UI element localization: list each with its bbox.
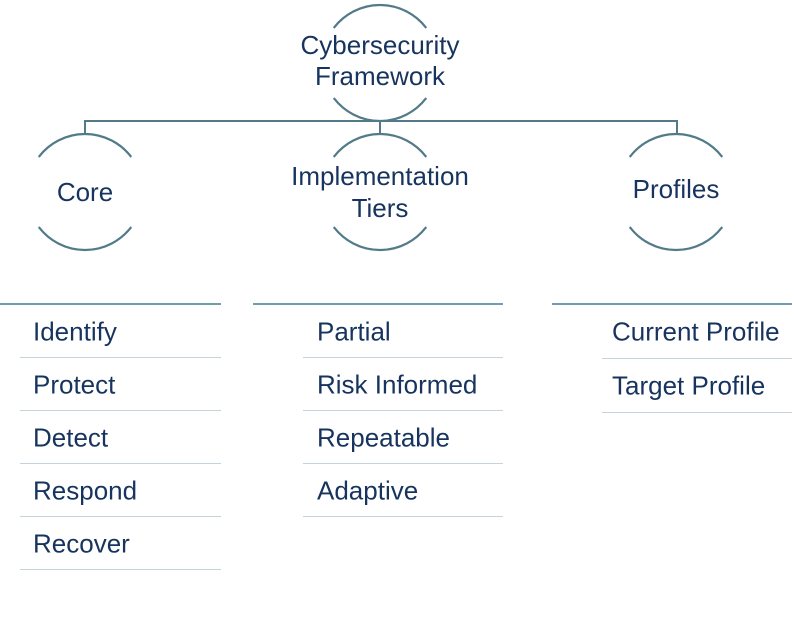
row-separator-line — [602, 357, 792, 359]
list-item: Detect — [0, 411, 221, 464]
implementation-tiers-node-label: Implementation Tiers — [291, 161, 469, 223]
row-separator-line — [20, 356, 221, 358]
profiles-node-top-arc — [629, 132, 723, 158]
list-item-label: Identify — [33, 316, 117, 346]
core-node-top-arc — [38, 132, 132, 158]
row-separator-line — [20, 462, 221, 464]
core-item-list: Identify Protect Detect Respond Recover — [0, 303, 221, 570]
list-item: Respond — [0, 464, 221, 517]
list-item-label: Protect — [33, 369, 116, 399]
list-item: Partial — [253, 305, 503, 358]
root-node-bottom-arc — [333, 97, 427, 123]
row-separator-line — [20, 568, 221, 570]
list-item-label: Partial — [317, 316, 391, 346]
core-node-label: Core — [56, 177, 114, 207]
profiles-node-label: Profiles — [632, 174, 720, 204]
row-separator-line — [602, 411, 792, 413]
core-node-bottom-arc — [38, 226, 132, 252]
list-item-label: Respond — [33, 475, 138, 505]
profiles-item-list: Current Profile Target Profile — [552, 303, 792, 413]
row-separator-line — [20, 515, 221, 517]
list-item-label: Current Profile — [612, 316, 780, 347]
tree-connector-line — [84, 120, 678, 134]
list-item: Current Profile — [552, 305, 792, 359]
list-item-label: Repeatable — [317, 422, 450, 452]
list-item: Protect — [0, 358, 221, 411]
list-item-label: Detect — [33, 422, 109, 452]
list-item: Adaptive — [253, 464, 503, 517]
row-separator-line — [303, 409, 503, 411]
list-item-label: Recover — [33, 528, 130, 558]
list-item-label: Target Profile — [612, 370, 766, 401]
root-node-top-arc — [333, 3, 427, 29]
tiers-node-top-arc — [333, 132, 427, 158]
implementation-tiers-item-list: Partial Risk Informed Repeatable Adaptiv… — [253, 303, 503, 517]
root-node-label: Cybersecurity Framework — [300, 30, 460, 91]
row-separator-line — [303, 462, 503, 464]
row-separator-line — [20, 409, 221, 411]
row-separator-line — [303, 356, 503, 358]
list-item-label: Adaptive — [317, 475, 419, 505]
list-item: Target Profile — [552, 359, 792, 413]
list-item-label: Risk Informed — [317, 369, 478, 399]
tiers-node-bottom-arc — [333, 226, 427, 252]
list-item: Risk Informed — [253, 358, 503, 411]
list-item: Repeatable — [253, 411, 503, 464]
profiles-node-bottom-arc — [629, 226, 723, 252]
list-item: Identify — [0, 305, 221, 358]
list-item: Recover — [0, 517, 221, 570]
row-separator-line — [303, 515, 503, 517]
